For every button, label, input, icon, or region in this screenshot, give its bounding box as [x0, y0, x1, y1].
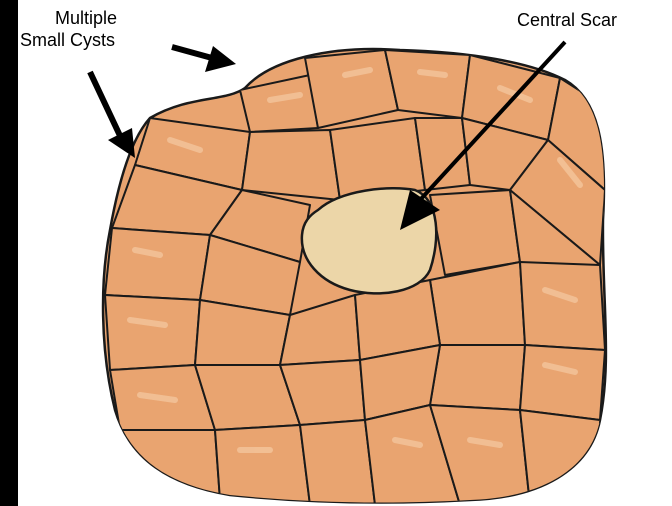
- cysts-arrow-right: [172, 47, 212, 58]
- cyst-cell: [105, 228, 210, 300]
- cyst-cell: [520, 262, 605, 350]
- label-small-cysts: Small Cysts: [20, 30, 115, 50]
- cyst-cell: [520, 345, 605, 420]
- cyst-cell: [300, 420, 375, 505]
- cyst-cell: [120, 430, 220, 500]
- cysts-arrow-right-head: [205, 46, 236, 72]
- cyst-cell: [430, 345, 525, 410]
- cyst-cell: [215, 425, 310, 505]
- label-central-scar: Central Scar: [517, 10, 617, 30]
- cyst-cell: [385, 50, 470, 118]
- cyst-cell: [430, 190, 520, 275]
- cysts-arrow-down: [90, 72, 122, 140]
- cyst-cell: [242, 130, 340, 200]
- label-multiple: Multiple: [55, 8, 117, 28]
- cyst-cell: [105, 295, 200, 370]
